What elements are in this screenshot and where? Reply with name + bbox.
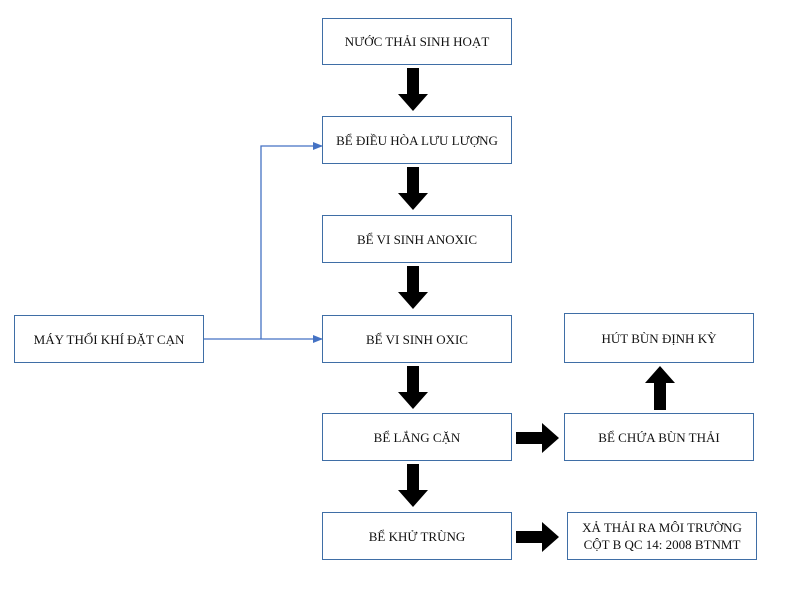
node-label: MÁY THỔI KHÍ ĐẶT CẠN [33, 331, 185, 347]
flow-arrow-down [398, 266, 428, 309]
node-label: BỂ LẮNG CẶN [373, 429, 461, 445]
node-sludge-pump: HÚT BÙN ĐỊNH KỲ [564, 313, 754, 363]
node-label: HÚT BÙN ĐỊNH KỲ [601, 330, 717, 346]
flow-arrow-down [398, 366, 428, 409]
flow-arrow-down [398, 464, 428, 507]
node-anoxic-tank: BỂ VI SINH ANOXIC [322, 215, 512, 263]
node-disinfection-tank: BỂ KHỬ TRÙNG [322, 512, 512, 560]
node-label: BỂ VI SINH ANOXIC [356, 231, 477, 247]
node-air-blower: MÁY THỔI KHÍ ĐẶT CẠN [14, 315, 204, 363]
node-label-line2: CỘT B QC 14: 2008 BTNMT [583, 537, 741, 552]
node-label: BỂ CHỨA BÙN THẢI [598, 429, 720, 445]
node-oxic-tank: BỂ VI SINH OXIC [322, 315, 512, 363]
node-label-line1: XẢ THẢI RA MÔI TRƯỜNG [582, 520, 742, 535]
node-domestic-wastewater: NƯỚC THẢI SINH HOẠT [322, 18, 512, 65]
node-settling-tank: BỂ LẮNG CẶN [322, 413, 512, 461]
flow-arrow-down [398, 167, 428, 210]
air-line-to-equalization [260, 142, 323, 339]
flow-arrow-down [398, 68, 428, 111]
flow-arrow-up [645, 366, 675, 410]
node-label: BỂ ĐIỀU HÒA LƯU LƯỢNG [336, 132, 498, 148]
node-label: BỂ KHỬ TRÙNG [368, 528, 466, 544]
flow-arrow-right [516, 423, 559, 453]
node-sludge-tank: BỂ CHỨA BÙN THẢI [564, 413, 754, 461]
node-label: BỂ VI SINH OXIC [366, 331, 468, 347]
flow-arrow-right [516, 522, 559, 552]
node-equalization-tank: BỂ ĐIỀU HÒA LƯU LƯỢNG [322, 116, 512, 164]
node-label: NƯỚC THẢI SINH HOẠT [344, 34, 490, 49]
node-discharge: XẢ THẢI RA MÔI TRƯỜNG CỘT B QC 14: 2008 … [567, 512, 757, 560]
